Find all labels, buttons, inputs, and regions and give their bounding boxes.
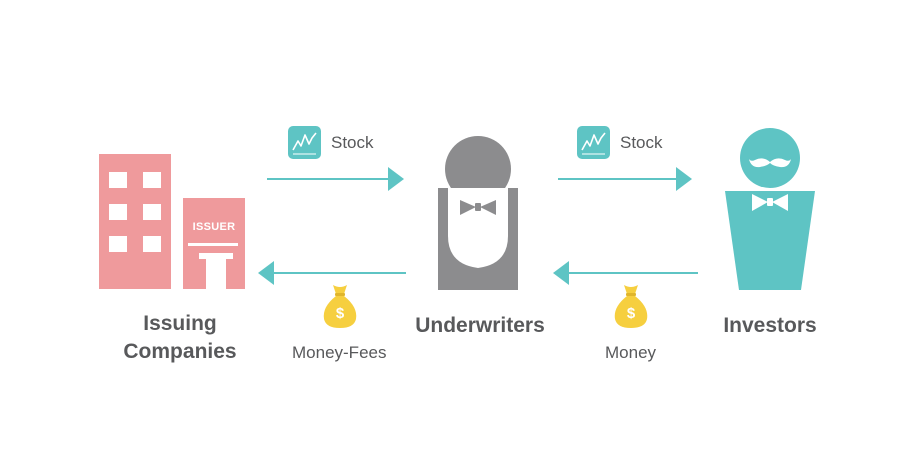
stock-to-underwriters-label: Stock — [331, 133, 374, 152]
investors-node — [725, 128, 815, 290]
money-dollar-sign: $ — [626, 305, 636, 322]
person-with-bowtie-icon — [438, 136, 518, 290]
money-fees-arrow-line — [272, 272, 406, 274]
arrow-left-icon — [258, 261, 274, 285]
issuer-node: ISSUER — [99, 154, 249, 289]
investors-label: Investors — [723, 314, 817, 337]
money-fees-label: Money-Fees — [292, 343, 387, 362]
person-with-mustache-icon — [725, 128, 815, 290]
money-fees-dollar-sign: $ — [335, 305, 345, 322]
stock-to-investors-label: Stock — [620, 133, 663, 152]
arrow-right-icon — [388, 167, 404, 191]
money-bag-icon: $ — [322, 283, 358, 329]
money-label: Money — [605, 343, 657, 362]
money-bag-icon: $ — [613, 283, 649, 329]
underwriters-label: Underwriters — [415, 314, 545, 337]
arrow-left-icon — [553, 261, 569, 285]
issuer-label-line2: Companies — [123, 340, 237, 363]
issuer-sign-text: ISSUER — [192, 221, 236, 233]
issuer-label: Issuing Companies — [95, 310, 265, 366]
arrow-right-icon — [676, 167, 692, 191]
stock-to-underwriters-arrow-line — [267, 178, 391, 180]
issuer-label-line1: Issuing — [143, 312, 217, 335]
stock-to-investors-arrow-line — [558, 178, 678, 180]
office-building-icon — [99, 154, 245, 289]
stock-icon — [288, 126, 321, 159]
underwriters-node — [432, 136, 524, 290]
money-arrow-line — [567, 272, 698, 274]
stock-icon — [577, 126, 610, 159]
